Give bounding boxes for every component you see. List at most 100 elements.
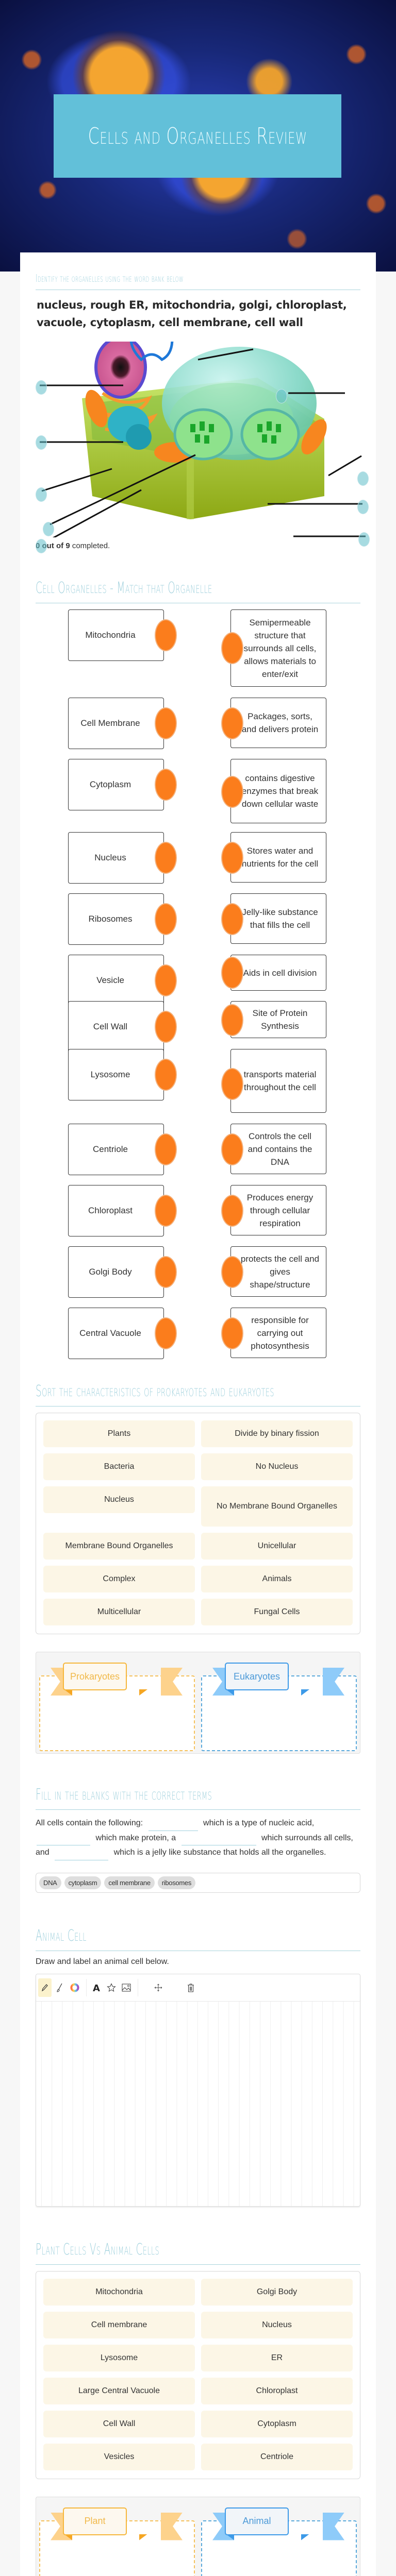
match-right-item[interactable]: contains digestive enzymes that break do… bbox=[230, 759, 326, 823]
match-connector-right[interactable] bbox=[221, 957, 243, 989]
sort-chip[interactable]: Bacteria bbox=[43, 1453, 195, 1480]
sort-chip[interactable]: Centriole bbox=[201, 2443, 353, 2470]
match-right-item[interactable]: Jelly-like substance that fills the cell bbox=[230, 893, 326, 944]
word-pill[interactable]: cytoplasm bbox=[64, 1876, 102, 1889]
bucket-eukaryotes[interactable]: Eukaryotes bbox=[200, 1657, 358, 1751]
match-left-item[interactable]: Cell Wall bbox=[68, 1001, 164, 1053]
match-connector-right[interactable] bbox=[221, 1256, 243, 1288]
sort-chip[interactable]: Chloroplast bbox=[201, 2377, 353, 2404]
match-left-item[interactable]: Lysosome bbox=[68, 1049, 164, 1100]
match-connector-left[interactable] bbox=[155, 1195, 177, 1227]
label-hotspot[interactable] bbox=[358, 532, 370, 547]
sort-chip[interactable]: Cytoplasm bbox=[201, 2410, 353, 2437]
match-connector-right[interactable] bbox=[221, 842, 243, 874]
label-hotspot[interactable] bbox=[357, 500, 369, 514]
match-left-item[interactable]: Cytoplasm bbox=[68, 759, 164, 810]
label-hotspot[interactable] bbox=[36, 380, 47, 395]
word-pill[interactable]: DNA bbox=[39, 1876, 61, 1889]
sort-chip[interactable]: No Membrane Bound Organelles bbox=[201, 1486, 353, 1527]
match-connector-right[interactable] bbox=[221, 707, 243, 739]
match-right-item[interactable]: Controls the cell and contains the DNA bbox=[230, 1124, 326, 1174]
blank-input[interactable] bbox=[181, 1834, 256, 1845]
blank-input[interactable] bbox=[148, 1820, 198, 1831]
match-left-item[interactable]: Nucleus bbox=[68, 832, 164, 884]
trash-icon[interactable] bbox=[184, 1978, 197, 1997]
match-connector-left[interactable] bbox=[155, 619, 177, 651]
sort-chip[interactable]: Unicellular bbox=[201, 1533, 353, 1560]
match-right-item[interactable]: Packages, sorts, and delivers protein bbox=[230, 698, 326, 748]
sort-chip[interactable]: Vesicles bbox=[43, 2443, 195, 2470]
match-connector-right[interactable] bbox=[221, 1133, 243, 1165]
sort-chip[interactable]: Divide by binary fission bbox=[201, 1420, 353, 1447]
match-connector-left[interactable] bbox=[155, 769, 177, 801]
match-connector-left[interactable] bbox=[155, 964, 177, 996]
label-hotspot[interactable] bbox=[43, 522, 54, 536]
match-right-item[interactable]: Semipermeable structure that surrounds a… bbox=[230, 609, 326, 687]
sort-chip[interactable]: Animals bbox=[201, 1566, 353, 1592]
match-right-item[interactable]: responsible for carrying out photosynthe… bbox=[230, 1308, 326, 1358]
match-left-item[interactable]: Golgi Body bbox=[68, 1246, 164, 1298]
match-right-item[interactable]: transports material throughout the cell bbox=[230, 1049, 326, 1113]
bucket-prokaryotes[interactable]: Prokaryotes bbox=[38, 1657, 196, 1751]
match-right-item[interactable]: Produces energy through cellular respira… bbox=[230, 1185, 326, 1235]
sort-chip[interactable]: Mitochondria bbox=[43, 2278, 195, 2306]
image-icon[interactable] bbox=[120, 1978, 133, 1997]
sort-chip[interactable]: Multicellular bbox=[43, 1599, 195, 1625]
label-hotspot[interactable] bbox=[36, 435, 47, 450]
match-right-item[interactable]: Stores water and nutrients for the cell bbox=[230, 832, 326, 883]
color-wheel-icon[interactable] bbox=[68, 1978, 81, 1997]
match-connector-right[interactable] bbox=[221, 1068, 243, 1100]
blank-input[interactable] bbox=[55, 1849, 109, 1860]
bucket-plant[interactable]: Plant bbox=[38, 2502, 196, 2576]
sort-chip[interactable]: Complex bbox=[43, 1566, 195, 1592]
sort-chip[interactable]: Golgi Body bbox=[201, 2278, 353, 2306]
match-connector-left[interactable] bbox=[155, 707, 177, 739]
blank-input[interactable] bbox=[37, 1834, 90, 1845]
match-left-item[interactable]: Central Vacuole bbox=[68, 1308, 164, 1359]
match-connector-right[interactable] bbox=[221, 1004, 243, 1036]
sort-chip[interactable]: ER bbox=[201, 2344, 353, 2371]
match-connector-right[interactable] bbox=[221, 1195, 243, 1227]
sort-chip[interactable]: Fungal Cells bbox=[201, 1599, 353, 1625]
label-hotspot[interactable] bbox=[36, 487, 47, 502]
sort-chip[interactable]: Plants bbox=[43, 1420, 195, 1447]
label-hotspot[interactable] bbox=[276, 389, 287, 403]
match-left-item[interactable]: Vesicle bbox=[68, 955, 164, 1006]
sort-chip[interactable]: No Nucleus bbox=[201, 1453, 353, 1480]
match-connector-left[interactable] bbox=[155, 1133, 177, 1165]
sort-chip[interactable]: Cell membrane bbox=[43, 2311, 195, 2338]
match-connector-left[interactable] bbox=[155, 1317, 177, 1349]
pencil-icon[interactable] bbox=[38, 1978, 52, 1997]
match-left-item[interactable]: Mitochondria bbox=[68, 609, 164, 661]
match-connector-right[interactable] bbox=[221, 903, 243, 935]
drawing-canvas[interactable] bbox=[36, 2001, 360, 2206]
label-hotspot[interactable] bbox=[36, 539, 47, 553]
sort-chip[interactable]: Cell Wall bbox=[43, 2410, 195, 2437]
sort-chip[interactable]: Nucleus bbox=[43, 1486, 195, 1513]
move-icon[interactable] bbox=[152, 1978, 165, 1997]
sort-chip[interactable]: Large Central Vacuole bbox=[43, 2377, 195, 2404]
match-connector-left[interactable] bbox=[155, 842, 177, 874]
match-right-item[interactable]: protects the cell and gives shape/struct… bbox=[230, 1246, 326, 1297]
match-connector-right[interactable] bbox=[221, 1317, 243, 1349]
match-connector-left[interactable] bbox=[155, 1011, 177, 1043]
bucket-animal[interactable]: Animal bbox=[200, 2502, 358, 2576]
match-left-item[interactable]: Cell Membrane bbox=[68, 698, 164, 749]
match-left-item[interactable]: Chloroplast bbox=[68, 1185, 164, 1236]
label-hotspot[interactable] bbox=[357, 471, 369, 486]
match-connector-right[interactable] bbox=[221, 632, 243, 664]
match-connector-left[interactable] bbox=[155, 1059, 177, 1091]
match-connector-left[interactable] bbox=[155, 1256, 177, 1288]
match-left-item[interactable]: Ribosomes bbox=[68, 893, 164, 945]
match-left-item[interactable]: Centriole bbox=[68, 1124, 164, 1175]
match-right-item[interactable]: Site of Protein Synthesis bbox=[230, 1001, 326, 1038]
match-right-item[interactable]: Aids in cell division bbox=[230, 955, 326, 991]
word-pill[interactable]: cell membrane bbox=[104, 1876, 155, 1889]
sort-chip[interactable]: Nucleus bbox=[201, 2311, 353, 2338]
brush-icon[interactable] bbox=[53, 1978, 67, 1997]
text-icon[interactable]: A bbox=[90, 1978, 103, 1997]
word-pill[interactable]: ribosomes bbox=[157, 1876, 196, 1889]
sort-chip[interactable]: Membrane Bound Organelles bbox=[43, 1533, 195, 1560]
star-icon[interactable] bbox=[105, 1978, 118, 1997]
match-connector-right[interactable] bbox=[221, 776, 243, 808]
